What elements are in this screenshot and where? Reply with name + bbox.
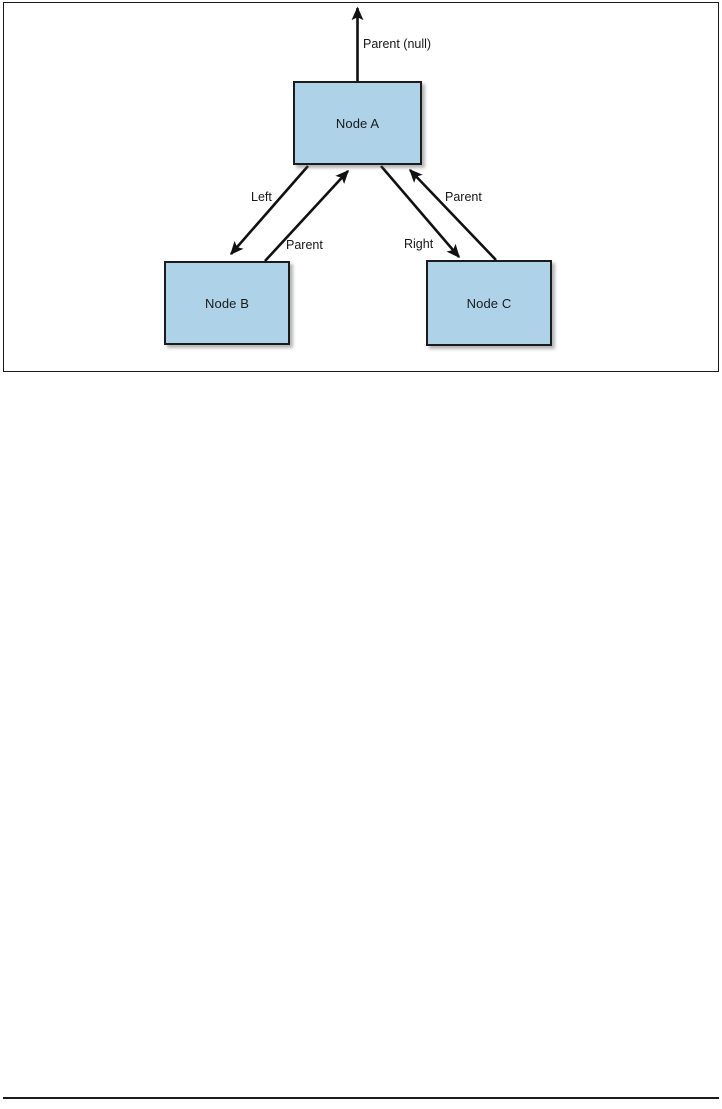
node-c: Node C xyxy=(426,260,552,346)
edge-label-parent-from-b: Parent xyxy=(286,238,323,252)
edge-label-right: Right xyxy=(404,237,434,251)
page-bottom-rule xyxy=(3,1097,719,1099)
node-a-label: Node A xyxy=(335,115,380,131)
edge-label-parent-null: Parent (null) xyxy=(363,37,432,51)
node-a: Node A xyxy=(293,81,422,165)
edge-right xyxy=(380,165,460,259)
edge-parent-from-b xyxy=(264,170,349,262)
edge-parent-from-c xyxy=(409,169,497,261)
node-c-label: Node C xyxy=(466,295,512,311)
edge-left xyxy=(230,165,309,256)
node-b-label: Node B xyxy=(205,295,249,311)
node-b: Node B xyxy=(164,261,290,345)
edge-label-parent-from-c: Parent xyxy=(445,190,482,204)
figure-frame xyxy=(3,2,719,372)
edge-label-left: Left xyxy=(251,190,272,204)
diagram-edges xyxy=(230,6,497,262)
